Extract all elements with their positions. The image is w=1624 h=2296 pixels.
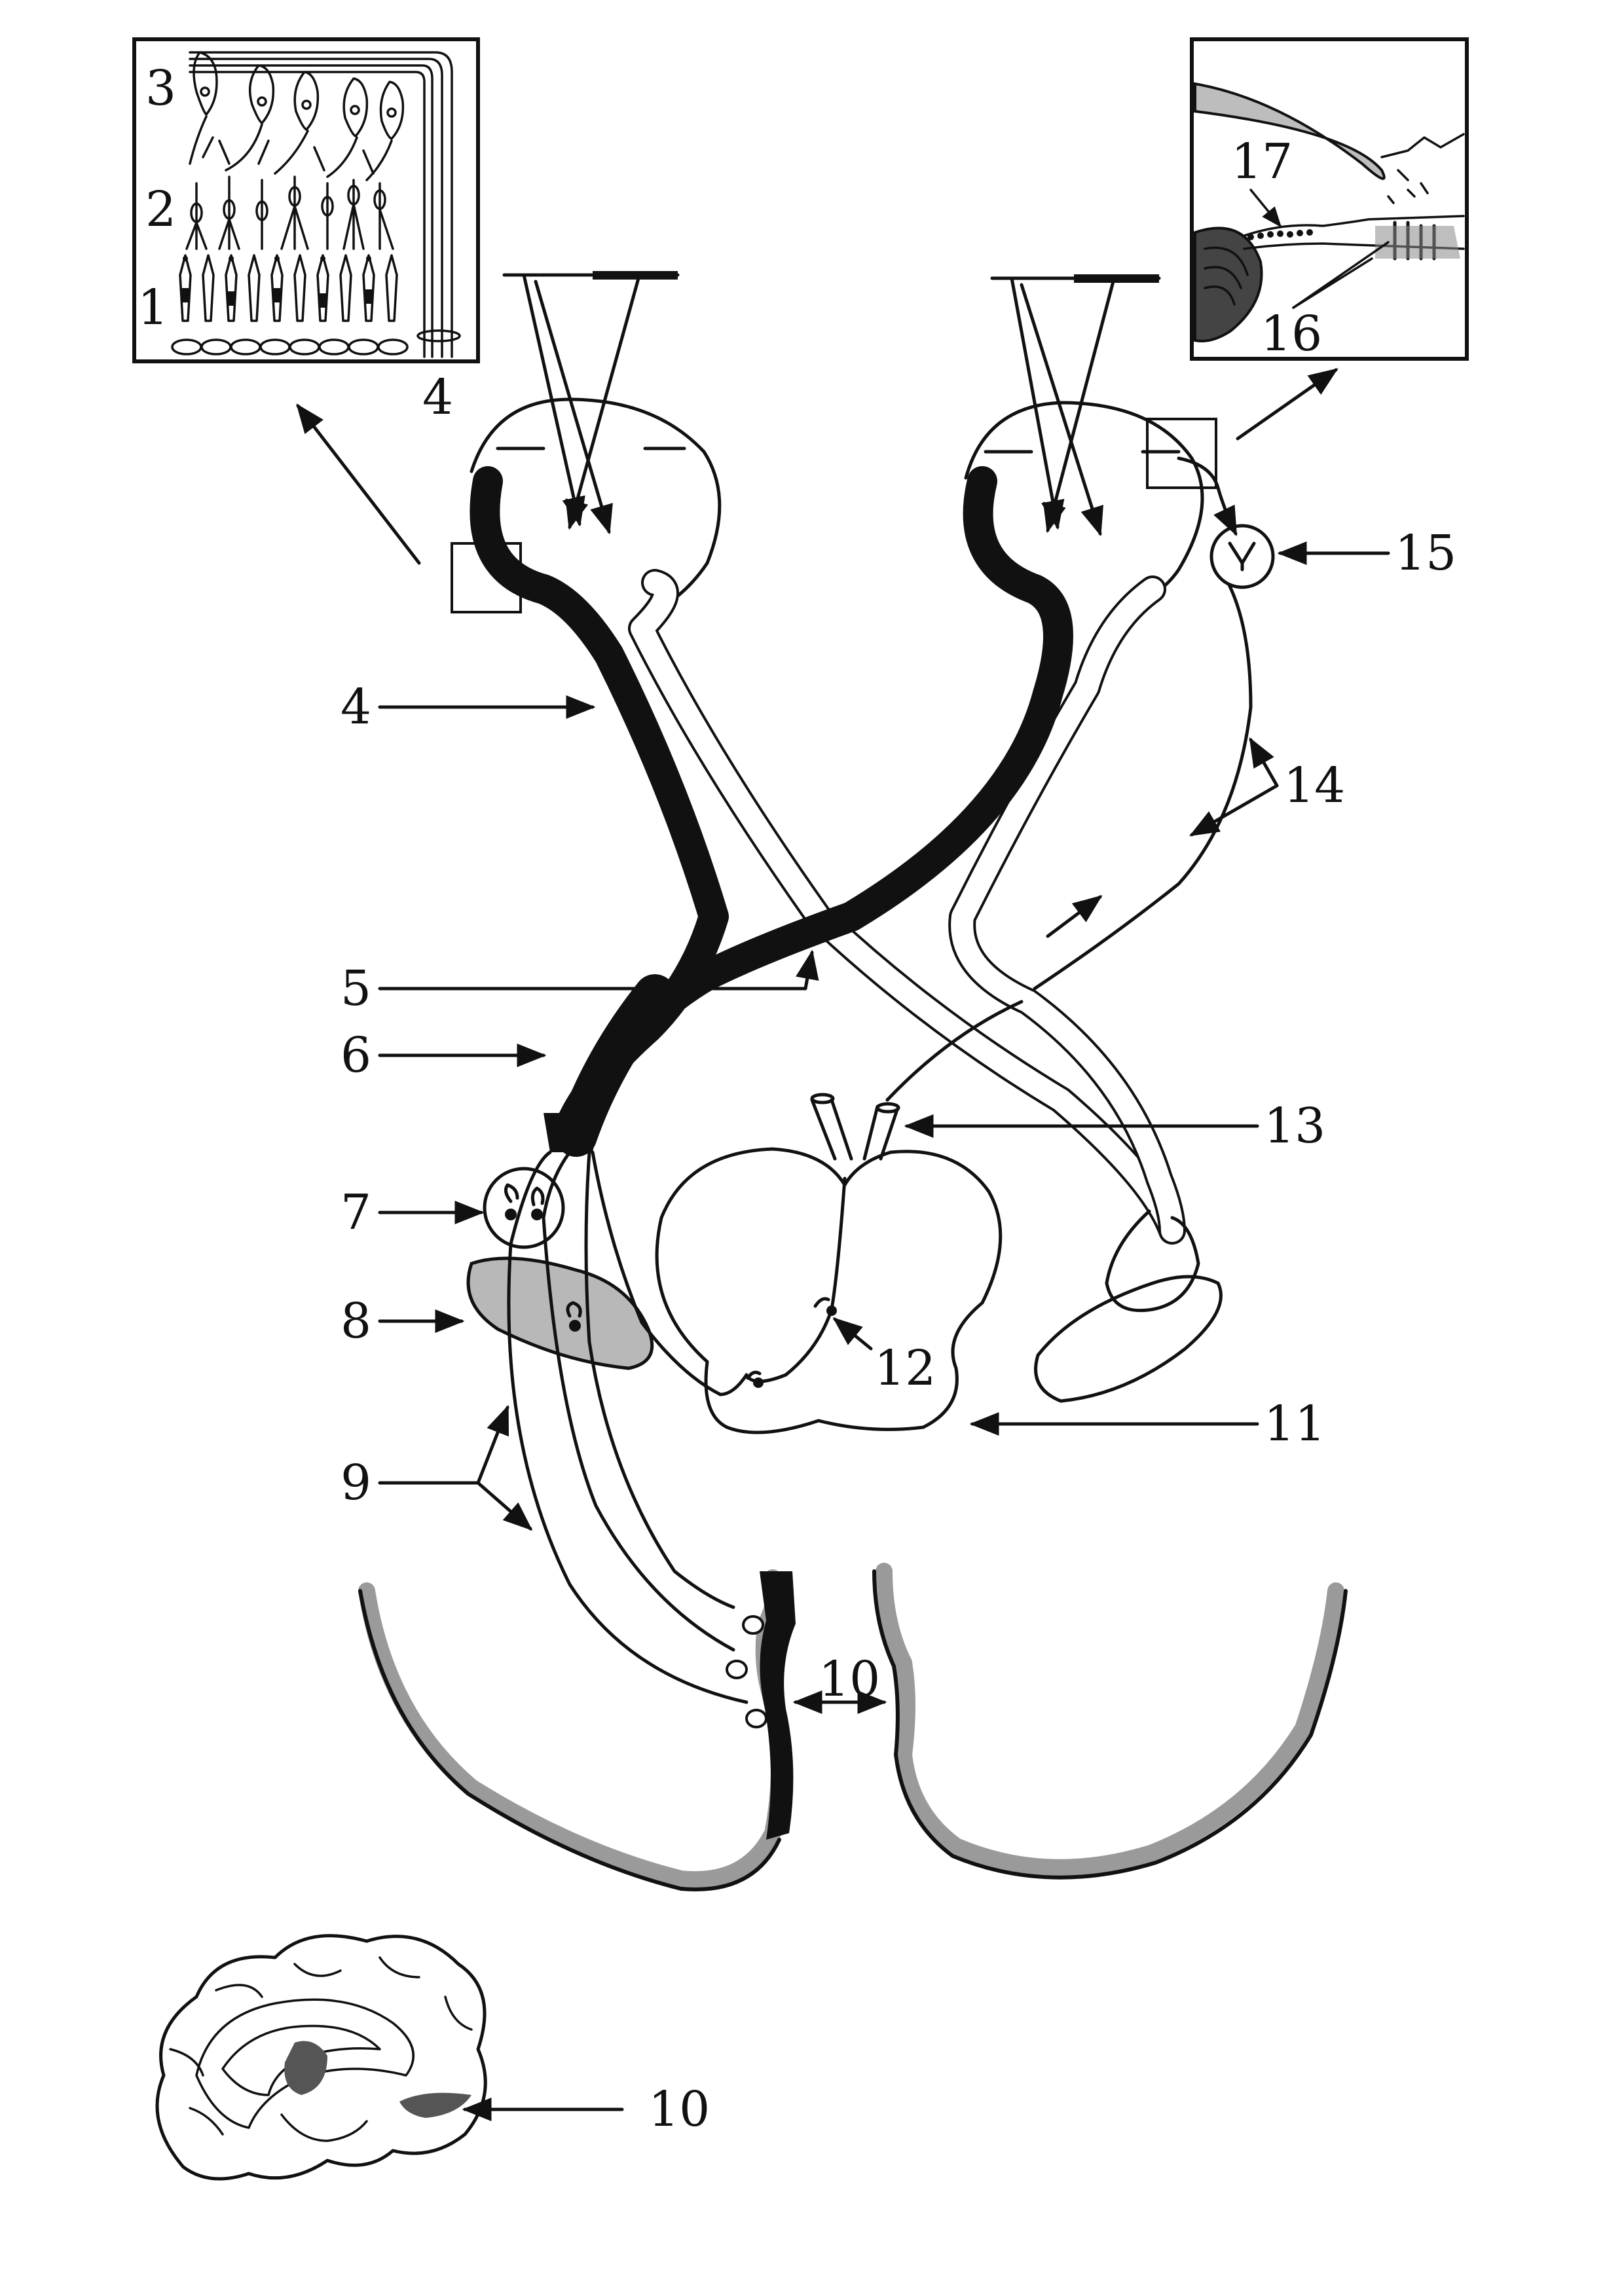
retina-inset-frame [132, 37, 480, 363]
label-iris-17: 17 [1231, 134, 1293, 190]
label-optic-nerve-4: 4 [341, 679, 371, 735]
left-eye [470, 271, 722, 621]
label-pupillary-pathway-14: 14 [1283, 757, 1345, 814]
retina-pigment-epithelium [171, 338, 409, 355]
retina-axon-bundle [189, 51, 461, 358]
label-ciliary-muscle-16: 16 [1261, 306, 1322, 362]
lateral-geniculate-body [483, 1167, 565, 1249]
lens [1194, 227, 1263, 342]
retina-inset: 3 2 1 [132, 37, 480, 363]
label-retina-layer-3: 3 [145, 60, 176, 117]
retina-ganglion-cells [189, 51, 405, 181]
cornea [1194, 82, 1386, 180]
label-midbrain-11: 11 [1264, 1396, 1325, 1452]
label-retina-layer-2: 2 [145, 181, 176, 238]
retina-bipolar-cells [185, 175, 394, 250]
label-fibers-13: 13 [1264, 1098, 1325, 1154]
label-brain-medial-10: 10 [648, 2081, 710, 2138]
label-retina-inset-4: 4 [422, 369, 453, 426]
optic-radiation [507, 1150, 748, 1704]
label-visual-cortex-10: 10 [819, 1651, 880, 1707]
label-oculomotor-nuclei-12: 12 [874, 1340, 936, 1396]
label-optic-radiation-9: 9 [341, 1455, 371, 1511]
retina-photoreceptors [179, 254, 398, 322]
visual-cortex [358, 1563, 1348, 1891]
striate-cortex-left [760, 1571, 796, 1840]
thalamus [284, 2041, 327, 2095]
optic-pathway-white-fibers [628, 569, 1200, 1313]
iris-detail-square [1146, 418, 1217, 489]
label-ciliary-ganglion-15: 15 [1395, 525, 1456, 581]
right-eye [964, 274, 1204, 621]
optic-pathway-black-fibers [470, 466, 1073, 1157]
label-pulvinar-8: 8 [341, 1293, 371, 1349]
label-chiasm-5: 5 [341, 960, 371, 1017]
label-optic-tract-6: 6 [341, 1027, 371, 1084]
label-retina-layer-1: 1 [138, 280, 168, 336]
ciliary-ganglion [1209, 524, 1275, 589]
iris-ciliary-inset: 17 16 [1190, 37, 1469, 362]
arrow-to-iris-inset [1236, 368, 1338, 441]
iris-tissue [1247, 229, 1313, 240]
ciliary-muscle [1375, 221, 1460, 261]
label-pointers [378, 541, 1390, 1531]
midbrain [655, 1000, 1223, 1434]
arrow-to-retina-inset [296, 403, 421, 565]
medial-brain-view [155, 1934, 624, 2181]
pulvinar [466, 1256, 654, 1370]
label-lateral-geniculate-7: 7 [341, 1184, 371, 1241]
calcarine-sulcus [399, 2092, 471, 2118]
